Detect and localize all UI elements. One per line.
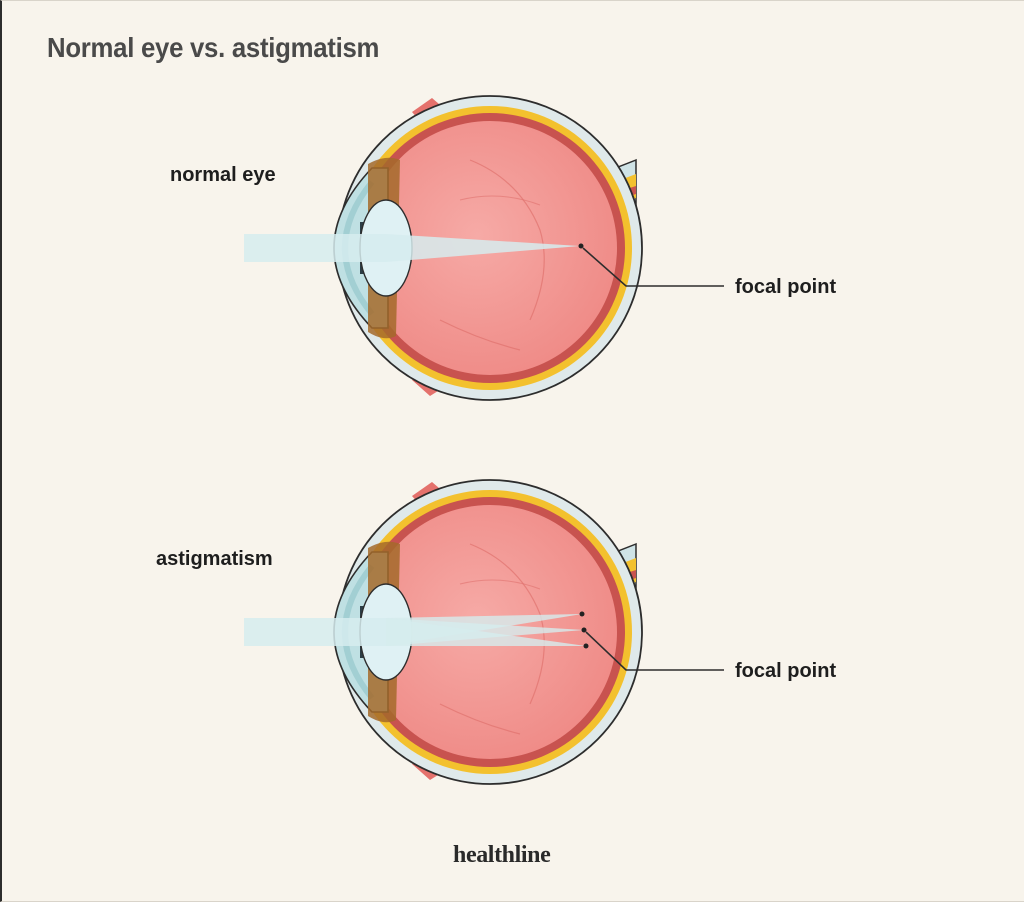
- healthline-logo: healthline: [453, 842, 551, 868]
- normal-eye-label: normal eye: [170, 164, 276, 186]
- astigmatism-eye-illustration: [244, 479, 724, 785]
- normal-eye-illustration: [244, 95, 724, 401]
- focal-point-marker: [579, 611, 585, 617]
- focal-point-marker: [583, 643, 589, 649]
- focal-point-marker: [581, 627, 587, 633]
- astigmatism-focal-point-label: focal point: [735, 660, 837, 682]
- focal-point-marker: [578, 243, 584, 249]
- astigmatism-label: astigmatism: [156, 548, 273, 570]
- normal-eye-focal-point-label: focal point: [735, 276, 837, 298]
- page-title: Normal eye vs. astigmatism: [47, 32, 380, 63]
